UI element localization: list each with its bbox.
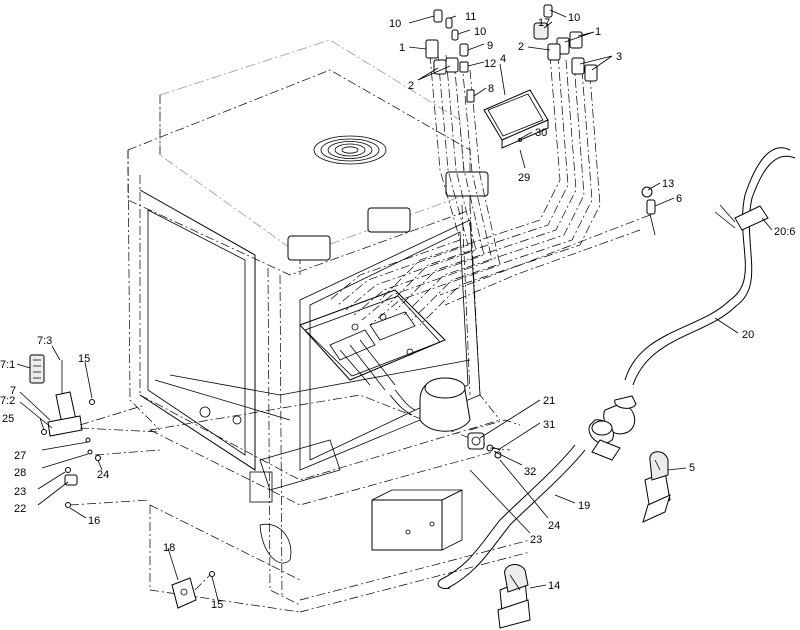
bulb-cap-10b [451, 29, 459, 41]
motor-assembly [389, 377, 521, 459]
callout-13: 13 [662, 178, 674, 190]
switch-2a-right [445, 57, 459, 73]
callout-27: 27 [14, 450, 26, 462]
switch-12 [459, 61, 469, 73]
callout-20-6: 20:6 [774, 226, 795, 238]
center-console-box [371, 499, 443, 551]
callout-labels: 10 11 10 9 1 12 2 4 8 30 29 17 10 1 2 3 … [0, 11, 795, 611]
callout-2: 2 [408, 80, 414, 92]
callout-12: 12 [484, 58, 496, 70]
callout-4: 4 [500, 53, 506, 65]
callout-15: 15 [78, 353, 90, 365]
roof-vent-icon [313, 135, 387, 165]
callout-9: 9 [487, 40, 493, 52]
screw-8 [466, 89, 475, 103]
callout-10: 10 [389, 18, 401, 30]
callout-8: 8 [488, 83, 494, 95]
callout-7-2: 7:2 [0, 395, 15, 407]
cab-roof [127, 39, 489, 276]
cable-13-6-20 [603, 147, 796, 435]
cover-17 [533, 22, 549, 40]
cab-floor [148, 394, 502, 564]
callout-29: 29 [518, 172, 530, 184]
callout-16: 16 [88, 515, 100, 527]
callout-1: 1 [399, 42, 405, 54]
callout-10: 10 [568, 12, 580, 24]
callout-21: 21 [543, 395, 555, 407]
callout-15: 15 [211, 599, 223, 611]
callout-17: 17 [538, 17, 550, 29]
callout-7-1: 7:1 [0, 359, 15, 371]
callout-32: 32 [524, 466, 536, 478]
callout-25: 25 [2, 413, 14, 425]
callout-19: 19 [578, 500, 590, 512]
wire-harness-bundle [329, 54, 651, 326]
control-module-4 [483, 89, 549, 149]
callout-30: 30 [535, 127, 547, 139]
control-panel-bracket [299, 289, 446, 391]
callout-20: 20 [742, 329, 754, 341]
joystick-14 [497, 564, 531, 629]
switch-3a [571, 57, 585, 75]
bulb-cap-10a [433, 9, 443, 23]
callout-1: 1 [595, 26, 601, 38]
callout-28: 28 [14, 467, 26, 479]
joystick-5 [642, 451, 671, 523]
callout-23: 23 [530, 534, 542, 546]
roof-light-mid [367, 207, 411, 233]
callout-5: 5 [689, 462, 695, 474]
switch-parts-top [425, 4, 598, 103]
callout-7-3: 7:3 [37, 335, 52, 347]
callout-7: 7 [10, 385, 16, 397]
bulb-cap-10c [543, 4, 553, 18]
callout-14: 14 [548, 580, 560, 592]
keypad-7-1 [29, 354, 45, 384]
cab-frame [127, 149, 531, 613]
switch-9 [459, 43, 469, 57]
callout-3: 3 [616, 51, 622, 63]
leader-lines [16, 9, 773, 601]
switch-1a [425, 39, 439, 59]
bracket-18 [171, 571, 215, 609]
callout-31: 31 [543, 419, 555, 431]
callout-24: 24 [548, 520, 560, 532]
roof-light-left [287, 235, 331, 261]
callout-6: 6 [676, 193, 682, 205]
callout-22: 22 [14, 503, 26, 515]
switch-2b [547, 43, 561, 61]
callout-11: 11 [465, 11, 476, 23]
callout-24: 24 [97, 469, 109, 481]
callout-18: 18 [163, 542, 175, 554]
harness-19 [437, 419, 621, 589]
callout-2: 2 [518, 41, 524, 53]
connector-20-6 [734, 205, 769, 231]
bulb-cap-11 [445, 17, 453, 29]
left-panel-7 [29, 354, 161, 508]
callout-23: 23 [14, 486, 26, 498]
callout-10: 10 [474, 26, 486, 38]
